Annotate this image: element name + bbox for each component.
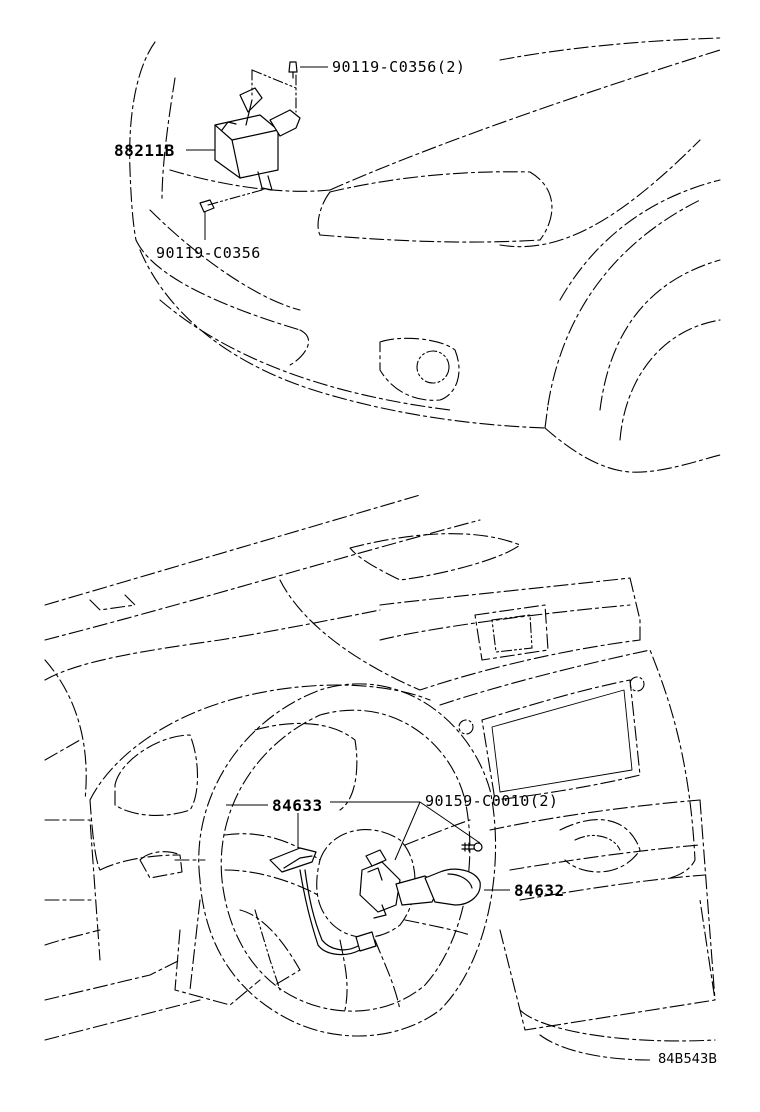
label-sensor: 88211B <box>114 141 175 160</box>
dashboard-outline <box>44 494 716 1061</box>
steering-switch-left-assembly <box>269 847 377 956</box>
label-screw: 90159-C0010(2) <box>425 792 558 810</box>
steering-wheel-outline <box>198 683 497 1037</box>
leaders-bottom <box>226 801 510 891</box>
vehicle-front-outline <box>129 37 721 473</box>
steering-switch-right-assembly <box>359 849 481 919</box>
label-bolt-top: 90119-C0356(2) <box>332 58 465 76</box>
label-bolt-lower: 90119-C0356 <box>156 244 261 262</box>
distance-sensor-assembly <box>207 69 301 206</box>
bolt-lower-icon <box>199 199 215 213</box>
label-switch-right: 84632 <box>514 881 565 900</box>
bolt-top-icon <box>288 61 298 79</box>
label-switch-left: 84633 <box>272 796 323 815</box>
screw-icon <box>461 842 483 852</box>
diagram-code: 84B543B <box>658 1052 717 1067</box>
